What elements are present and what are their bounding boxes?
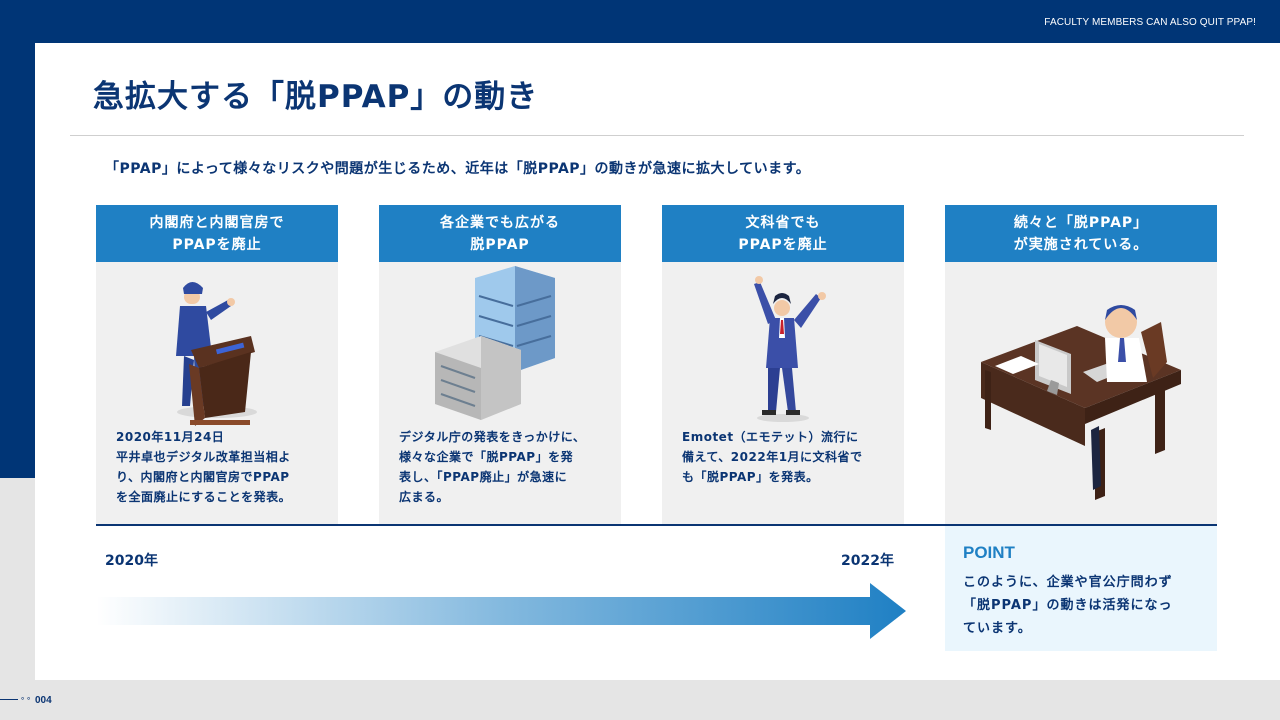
point-text-line: ています。	[963, 621, 1032, 636]
card-header: 内閣府と内閣官房で PPAPを廃止	[96, 205, 338, 262]
header-tagline: FACULTY MEMBERS CAN ALSO QUIT PPAP!	[1044, 17, 1256, 28]
card-ongoing: 続々と「脱PPAP」 が実施されている。	[945, 205, 1217, 525]
point-text-line: 「脱PPAP」の動きは活発になっ	[963, 598, 1173, 613]
card-body-line: り、内閣府と内閣官房でPPAP	[116, 470, 290, 484]
slide-content: 急拡大する「脱PPAP」の動き 「PPAP」によって様々なリスクや問題が生じるた…	[35, 43, 1280, 680]
card-cabinet-office: 内閣府と内閣官房で PPAPを廃止 2020年11月24日 平井卓也デジタル改革…	[96, 205, 338, 525]
man-at-computer-desk-icon	[981, 305, 1181, 500]
timeline-end-year: 2022年	[841, 553, 894, 569]
card-body: 2020年11月24日 平井卓也デジタル改革担当相よ り、内閣府と内閣官房でPP…	[116, 427, 324, 507]
timeline-arrow-icon	[96, 583, 906, 639]
page-marker-dots: ∘∘	[20, 694, 33, 703]
card-header-line: 各企業でも広がる	[440, 214, 560, 231]
cheering-man-icon	[754, 276, 826, 422]
card-body-line: 様々な企業で「脱PPAP」を発	[399, 450, 574, 464]
card-header-line: 脱PPAP	[470, 236, 530, 253]
page-marker-line	[0, 699, 18, 700]
card-body-line: 広まる。	[399, 490, 450, 504]
card-body-line: Emotet（エモテット）流行に	[682, 430, 859, 444]
card-header: 各企業でも広がる 脱PPAP	[379, 205, 621, 262]
timeline-start-year: 2020年	[105, 553, 158, 569]
card-body: デジタル庁の発表をきっかけに、 様々な企業で「脱PPAP」を発 表し、「PPAP…	[399, 427, 607, 507]
point-box: POINT このように、企業や官公庁問わず 「脱PPAP」の動きは活発になっ て…	[945, 526, 1217, 651]
point-label: POINT	[963, 543, 1015, 562]
card-header-line: PPAPを廃止	[172, 236, 262, 253]
card-header-line: が実施されている。	[1013, 236, 1149, 253]
card-body-line: 平井卓也デジタル改革担当相よ	[116, 450, 291, 464]
page-title: 急拡大する「脱PPAP」の動き	[93, 79, 539, 115]
card-body-line: 2020年11月24日	[116, 430, 225, 444]
card-mext: 文科省でも PPAPを廃止 Emotet（エモテット）流行に 備えて、2022年…	[662, 205, 904, 525]
office-buildings-icon	[435, 266, 555, 420]
card-companies: 各企業でも広がる 脱PPAP デジタル庁の発表をきっかけに、 様々な企業で「脱P…	[379, 205, 621, 525]
card-body-line: 備えて、2022年1月に文科省で	[682, 450, 863, 464]
timeline-line	[96, 524, 1217, 526]
page-number: 004	[35, 695, 52, 706]
point-text: このように、企業や官公庁問わず 「脱PPAP」の動きは活発になっ ています。	[963, 571, 1203, 640]
left-band	[0, 0, 35, 478]
point-text-line: このように、企業や官公庁問わず	[963, 575, 1173, 590]
card-header-line: PPAPを廃止	[738, 236, 828, 253]
card-header-line: 文科省でも	[745, 214, 821, 231]
card-header-line: 続々と「脱PPAP」	[1013, 214, 1149, 231]
card-body-line: デジタル庁の発表をきっかけに、	[399, 430, 586, 444]
card-header: 続々と「脱PPAP」 が実施されている。	[945, 205, 1217, 262]
top-band	[0, 0, 1280, 43]
card-body-line: 表し、「PPAP廃止」が急速に	[399, 470, 568, 484]
card-body-line: を全面廃止にすることを発表。	[116, 490, 292, 504]
title-divider	[70, 135, 1244, 136]
speaker-at-podium-icon	[176, 282, 257, 426]
lead-text: 「PPAP」によって様々なリスクや問題が生じるため、近年は「脱PPAP」の動きが…	[105, 161, 811, 177]
card-header: 文科省でも PPAPを廃止	[662, 205, 904, 262]
card-header-line: 内閣府と内閣官房で	[149, 214, 285, 231]
card-body: Emotet（エモテット）流行に 備えて、2022年1月に文科省で も「脱PPA…	[682, 427, 890, 487]
card-body-line: も「脱PPAP」を発表。	[682, 470, 819, 484]
